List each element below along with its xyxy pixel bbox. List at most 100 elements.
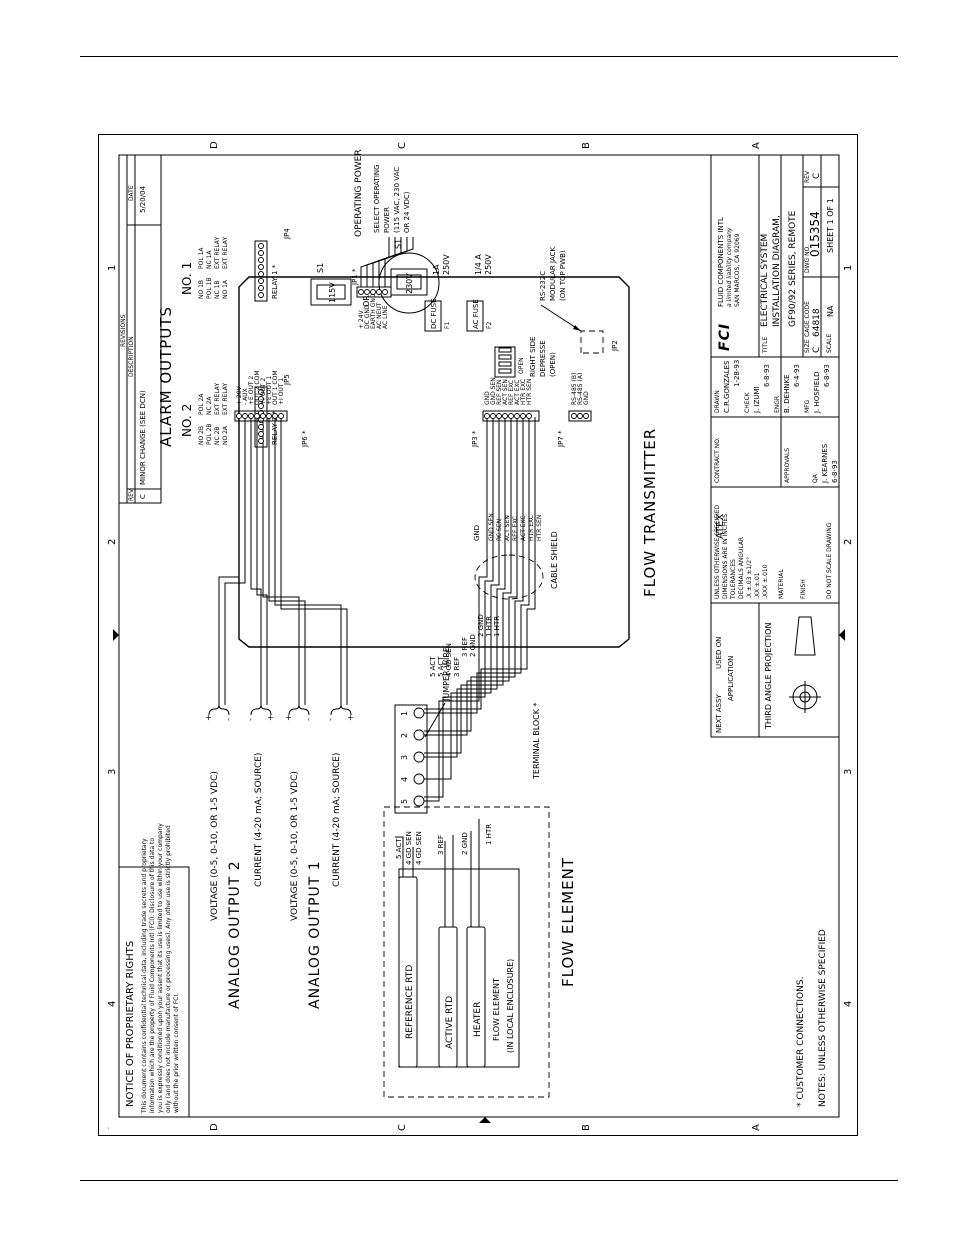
reference-rtd-label: REFERENCE RTD	[405, 965, 415, 1039]
cable-wire-3-ref-a: 3 REF	[453, 657, 461, 677]
jp6-pin-20v: + 20V	[236, 385, 243, 405]
s1-or: OR	[362, 295, 371, 307]
notice-line-1: This document contains confidential tech…	[141, 838, 148, 1114]
drawing-sheet: · D C B A D C B A 4 3 2 1 4 3 2 1 NOTICE…	[98, 134, 858, 1136]
jp6-pin-e-out1: +E OUT 1	[266, 376, 273, 405]
relay-2-label: RELAY 2 *	[271, 410, 279, 445]
fe-wire-1-htr: 1 HTR	[485, 824, 493, 845]
jp3-pin-act-sen: ACT SEN	[502, 379, 509, 405]
alarm-outputs-title: ALARM OUTPUTS	[157, 306, 175, 447]
analog-output-1: ANALOG OUTPUT 1 VOLTAGE (0-5, 0-10, OR 1…	[284, 704, 355, 1009]
drawn-date: 1-28-93	[733, 360, 741, 387]
fe-wire-3-ref: 3 REF	[437, 835, 445, 855]
jp6-pin-i-out1: +I OUT 1	[278, 378, 285, 405]
jp5-no-2b: NO 2B	[198, 426, 205, 445]
cable-shield-label: CABLE SHIELD	[550, 531, 559, 589]
tolerance-line-6: .XX ±.01	[754, 572, 761, 599]
flow-transmitter-board: FLOW TRANSMITTER ALARM OUTPUTS NO. 2 NO.…	[157, 149, 659, 648]
cable-wire-2-gnd-a: 2 GND	[469, 634, 477, 657]
size-label: SIZE	[804, 339, 811, 353]
proprietary-notice: NOTICE OF PROPRIETARY RIGHTS This docume…	[118, 823, 190, 1118]
analog-output-2-voltage: VOLTAGE (0-5, 0-10, OR 1-5 VDC)	[210, 771, 220, 921]
jp5-no-2a: NO 2A	[222, 425, 229, 445]
cable-wire-4-gd-sen: 4 GD SEN	[445, 643, 453, 677]
sheet-ref-mark: ·	[106, 1127, 113, 1129]
jp1-pin-dc-gnd: DC GND	[364, 304, 371, 329]
zone-row-d: D	[209, 1123, 220, 1131]
jp4-relay-1: RELAY 1 * JP4 NO 1B POL 1B NC 1B NO 1A P…	[198, 228, 291, 302]
alarm-no-1: NO. 1	[180, 262, 194, 295]
application-label: APPLICATION	[727, 656, 735, 701]
rev-label: REV	[804, 170, 811, 183]
jp4-pol-1a: POL 1A	[198, 247, 205, 269]
atex-mark: ATEX	[715, 514, 726, 539]
zone-col-1-bottom: 1	[843, 265, 854, 271]
ao2-current-plus: +	[266, 714, 275, 721]
rs232-line-2: MODULAR JACK	[549, 247, 557, 301]
f2-ac-fuse: AC FUSE	[472, 299, 480, 329]
revision-description: MINOR CHANGE (SEE DCN)	[139, 390, 147, 485]
s1-value: 115V	[328, 282, 337, 303]
jp3-pin-ref-exc: REF EXC	[508, 380, 515, 405]
engr-date: 6-4-93	[793, 364, 801, 387]
fe-wire-4-gd-sen-a: 4 GD SEN	[405, 831, 413, 865]
revision-date: 5/20/04	[139, 185, 147, 213]
jp7-label: JP7 *	[557, 430, 565, 448]
scale-value: NA	[826, 305, 835, 317]
zone-row-a-right: A	[751, 142, 762, 149]
ao2-voltage-minus: -	[224, 718, 233, 721]
jp5-pol-2b: POL 2B	[206, 423, 213, 445]
notice-line-2: information which are the property of Fl…	[149, 838, 156, 1113]
do-not-scale: DO NOT SCALE DRAWING	[826, 522, 833, 599]
analog-output-2-title: ANALOG OUTPUT 2	[227, 860, 243, 1009]
ao1-voltage-plus: +	[284, 714, 293, 721]
fci-logo: FCI	[717, 323, 733, 351]
flow-element-caption-2: (IN LOCAL ENCLOSURE)	[506, 959, 515, 1053]
jp6-pin-i-out2: +I OUT 2	[260, 378, 267, 405]
tolerance-line-1: UNLESS OTHERWISE SPECIFIED	[714, 504, 721, 599]
jp5-ext-relay-b: EXT RELAY	[222, 383, 229, 415]
drawing-number: 015354	[808, 211, 822, 257]
op-power-line-3: (115 VAC, 230 VAC	[393, 167, 401, 233]
rs232-line-1: RS-232C	[539, 271, 547, 301]
size-value: C	[812, 347, 822, 353]
fuse-f1: DC FUSE F1 1A 250V	[424, 254, 451, 332]
jp4-no-1a: NO 1A	[222, 279, 229, 299]
ao1-voltage-minus: -	[304, 718, 313, 721]
jp1-pin-ac-neut: AC NEUT	[376, 302, 383, 329]
cable-gnd-label: GND	[473, 525, 481, 541]
jp4-ext-relay-a: EXT RELAY	[214, 237, 221, 269]
wiring-diagram: · D C B A D C B A 4 3 2 1 4 3 2 1 NOTICE…	[106, 141, 854, 1131]
rev-value: C	[812, 173, 822, 179]
zone-col-1: 1	[107, 265, 118, 271]
op-power-line-2: POWER	[383, 207, 391, 233]
notice-line-3: you is expressly conditioned upon your a…	[157, 823, 164, 1113]
company-city: SAN MARCOS, CA 92069	[734, 233, 741, 307]
jp2-rs232-jack: JP2 RS-232C MODULAR JACK (ON TOP PWB)	[539, 247, 619, 354]
jp7-pin-485a: RS-485 (A)	[577, 373, 584, 405]
zone-col-2-bottom: 2	[843, 539, 854, 545]
jp1-pin-earth-gnd: EARTH GND	[370, 293, 377, 329]
jp7-pin-gnd: GND	[583, 391, 590, 405]
jp3-side-act-sen: ACT SEN	[504, 515, 511, 541]
engr-label: ENGR	[774, 396, 781, 413]
third-angle-projection: THIRD ANGLE PROJECTION	[764, 623, 773, 730]
finish-label: FINISH	[800, 579, 807, 599]
zone-cols-top: 4 3 2 1	[107, 265, 118, 1007]
jp3-side-ref-exc: REF EXC	[512, 516, 519, 541]
next-assy-label: NEXT ASSY	[715, 693, 723, 733]
notice-title: NOTICE OF PROPRIETARY RIGHTS	[125, 941, 136, 1107]
s1-voltage-switch: 115V S1 OR 230V S1	[310, 239, 440, 314]
jp3-pin-gnd-sen: GND SEN	[490, 377, 497, 405]
notes: NOTES: UNLESS OTHERWISE SPECIFIED * CUST…	[796, 929, 828, 1107]
tb-pin-5: 5	[400, 799, 409, 804]
analog-output-2-current: CURRENT (4-20 mA; SOURCE)	[254, 753, 264, 887]
zone-row-b-right: B	[581, 142, 592, 149]
jumper-wire-label: JUMPER WIRE	[442, 647, 451, 702]
zone-row-c: C	[397, 1124, 408, 1131]
revision-letter: C	[139, 494, 147, 499]
company-name: FLUID COMPONENTS INTL	[717, 217, 725, 307]
cable-wire-1-htr-b: 1 HTR	[493, 616, 501, 637]
title-label: TITLE	[762, 337, 769, 354]
tb-pin-1: 1	[400, 711, 409, 716]
